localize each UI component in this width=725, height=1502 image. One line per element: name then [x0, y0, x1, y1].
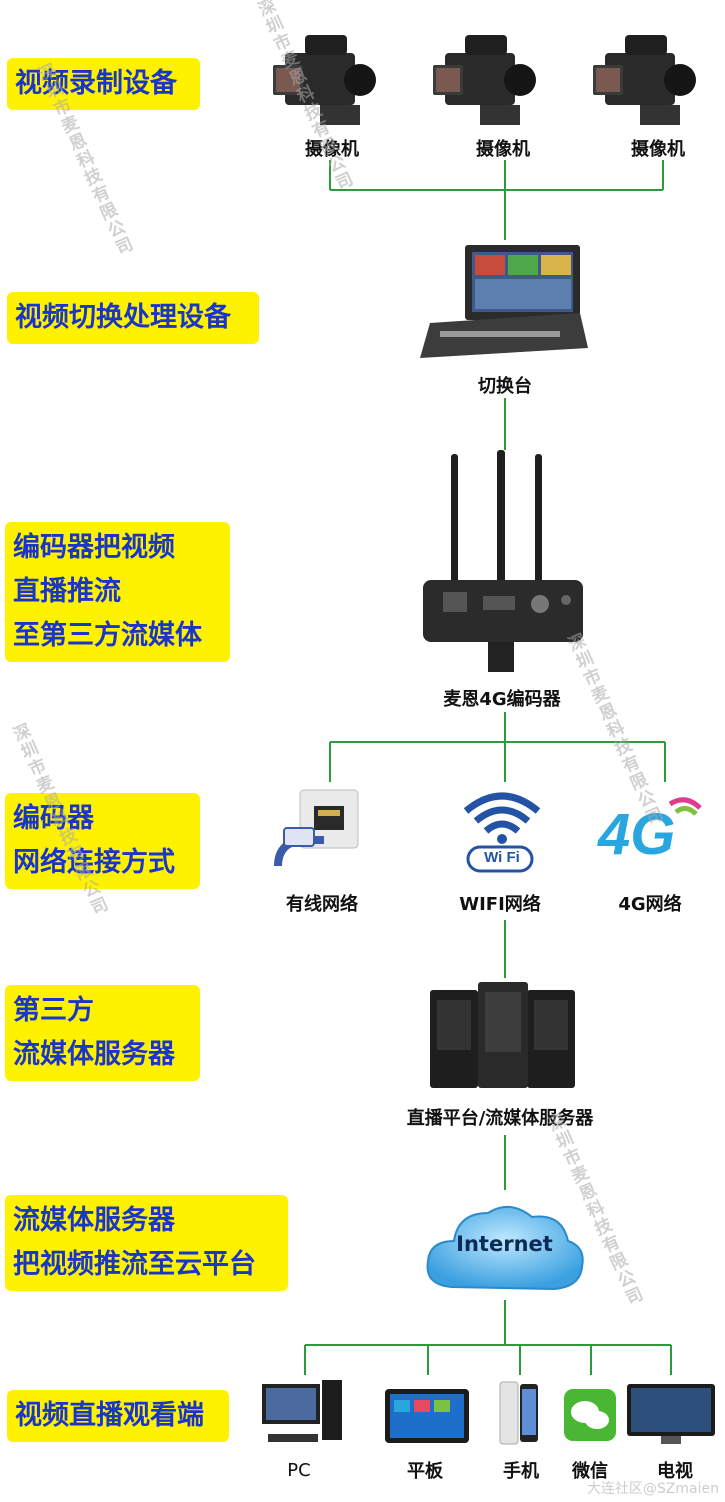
stage-label-line: 把视频推流至云平台 — [13, 1249, 256, 1280]
stage-label-line: 直播推流 — [13, 576, 121, 607]
network-label-wired: 有线网络 — [286, 894, 358, 915]
stage-label-streaming-server: 第三方 流媒体服务器 — [5, 985, 200, 1081]
network-label-4g: 4G网络 — [618, 894, 682, 915]
stage-label-viewers: 视频直播观看端 — [7, 1390, 229, 1442]
cloud-label: Internet — [456, 1232, 553, 1256]
wifi-icon — [463, 792, 541, 873]
endpoint-label-wechat: 微信 — [572, 1461, 608, 1482]
server-icon — [430, 982, 575, 1088]
lte-4g-icon — [668, 797, 702, 816]
endpoint-label-tv: 电视 — [657, 1461, 693, 1482]
camera-label: 摄像机 — [305, 139, 359, 160]
switcher-icon — [420, 245, 588, 358]
camera-icon — [593, 35, 696, 125]
server-label: 直播平台/流媒体服务器 — [406, 1108, 594, 1129]
wifi-badge-text: Wi Fi — [484, 849, 520, 866]
stage-label-line: 编码器 — [13, 803, 94, 834]
camera-icon — [273, 35, 376, 125]
tablet-icon — [385, 1389, 469, 1443]
stage-label-line: 第三方 — [13, 995, 94, 1026]
encoder-label: 麦恩4G编码器 — [443, 689, 561, 710]
stage-label-line: 视频直播观看端 — [15, 1400, 204, 1431]
encoder-icon — [423, 450, 583, 672]
cloud-icon — [426, 1206, 584, 1291]
camera-icon — [433, 35, 536, 125]
lte-4g-badge: 4G — [598, 802, 676, 867]
stage-label-line: 网络连接方式 — [13, 847, 175, 878]
tv-icon — [627, 1384, 715, 1444]
pc-icon — [262, 1380, 342, 1442]
stage-label-cloud-push: 流媒体服务器 把视频推流至云平台 — [5, 1195, 288, 1291]
wechat-icon — [564, 1389, 616, 1441]
endpoint-label-pc: PC — [287, 1460, 311, 1481]
stage-label-switching: 视频切换处理设备 — [7, 292, 259, 344]
camera-label: 摄像机 — [631, 139, 685, 160]
endpoint-label-phone: 手机 — [503, 1461, 539, 1482]
stage-label-line: 视频切换处理设备 — [15, 302, 231, 333]
stage-label-network: 编码器 网络连接方式 — [5, 793, 200, 889]
stage-label-recording: 视频录制设备 — [7, 58, 200, 110]
stage-label-line: 视频录制设备 — [15, 68, 177, 99]
stage-label-line: 流媒体服务器 — [13, 1205, 175, 1236]
ethernet-icon — [274, 789, 359, 867]
phone-icon — [499, 1381, 538, 1445]
camera-label: 摄像机 — [476, 139, 530, 160]
endpoint-label-tablet: 平板 — [407, 1461, 443, 1482]
stage-label-line: 编码器把视频 — [13, 532, 175, 563]
network-label-wifi: WIFI网络 — [459, 894, 541, 915]
switcher-label: 切换台 — [478, 376, 532, 397]
stage-label-line: 流媒体服务器 — [13, 1039, 175, 1070]
stage-label-encoder-stream: 编码器把视频 直播推流 至第三方流媒体 — [5, 522, 230, 662]
footer-watermark: 大连社区@SZmaien — [586, 1481, 719, 1497]
stage-label-line: 至第三方流媒体 — [13, 620, 202, 651]
